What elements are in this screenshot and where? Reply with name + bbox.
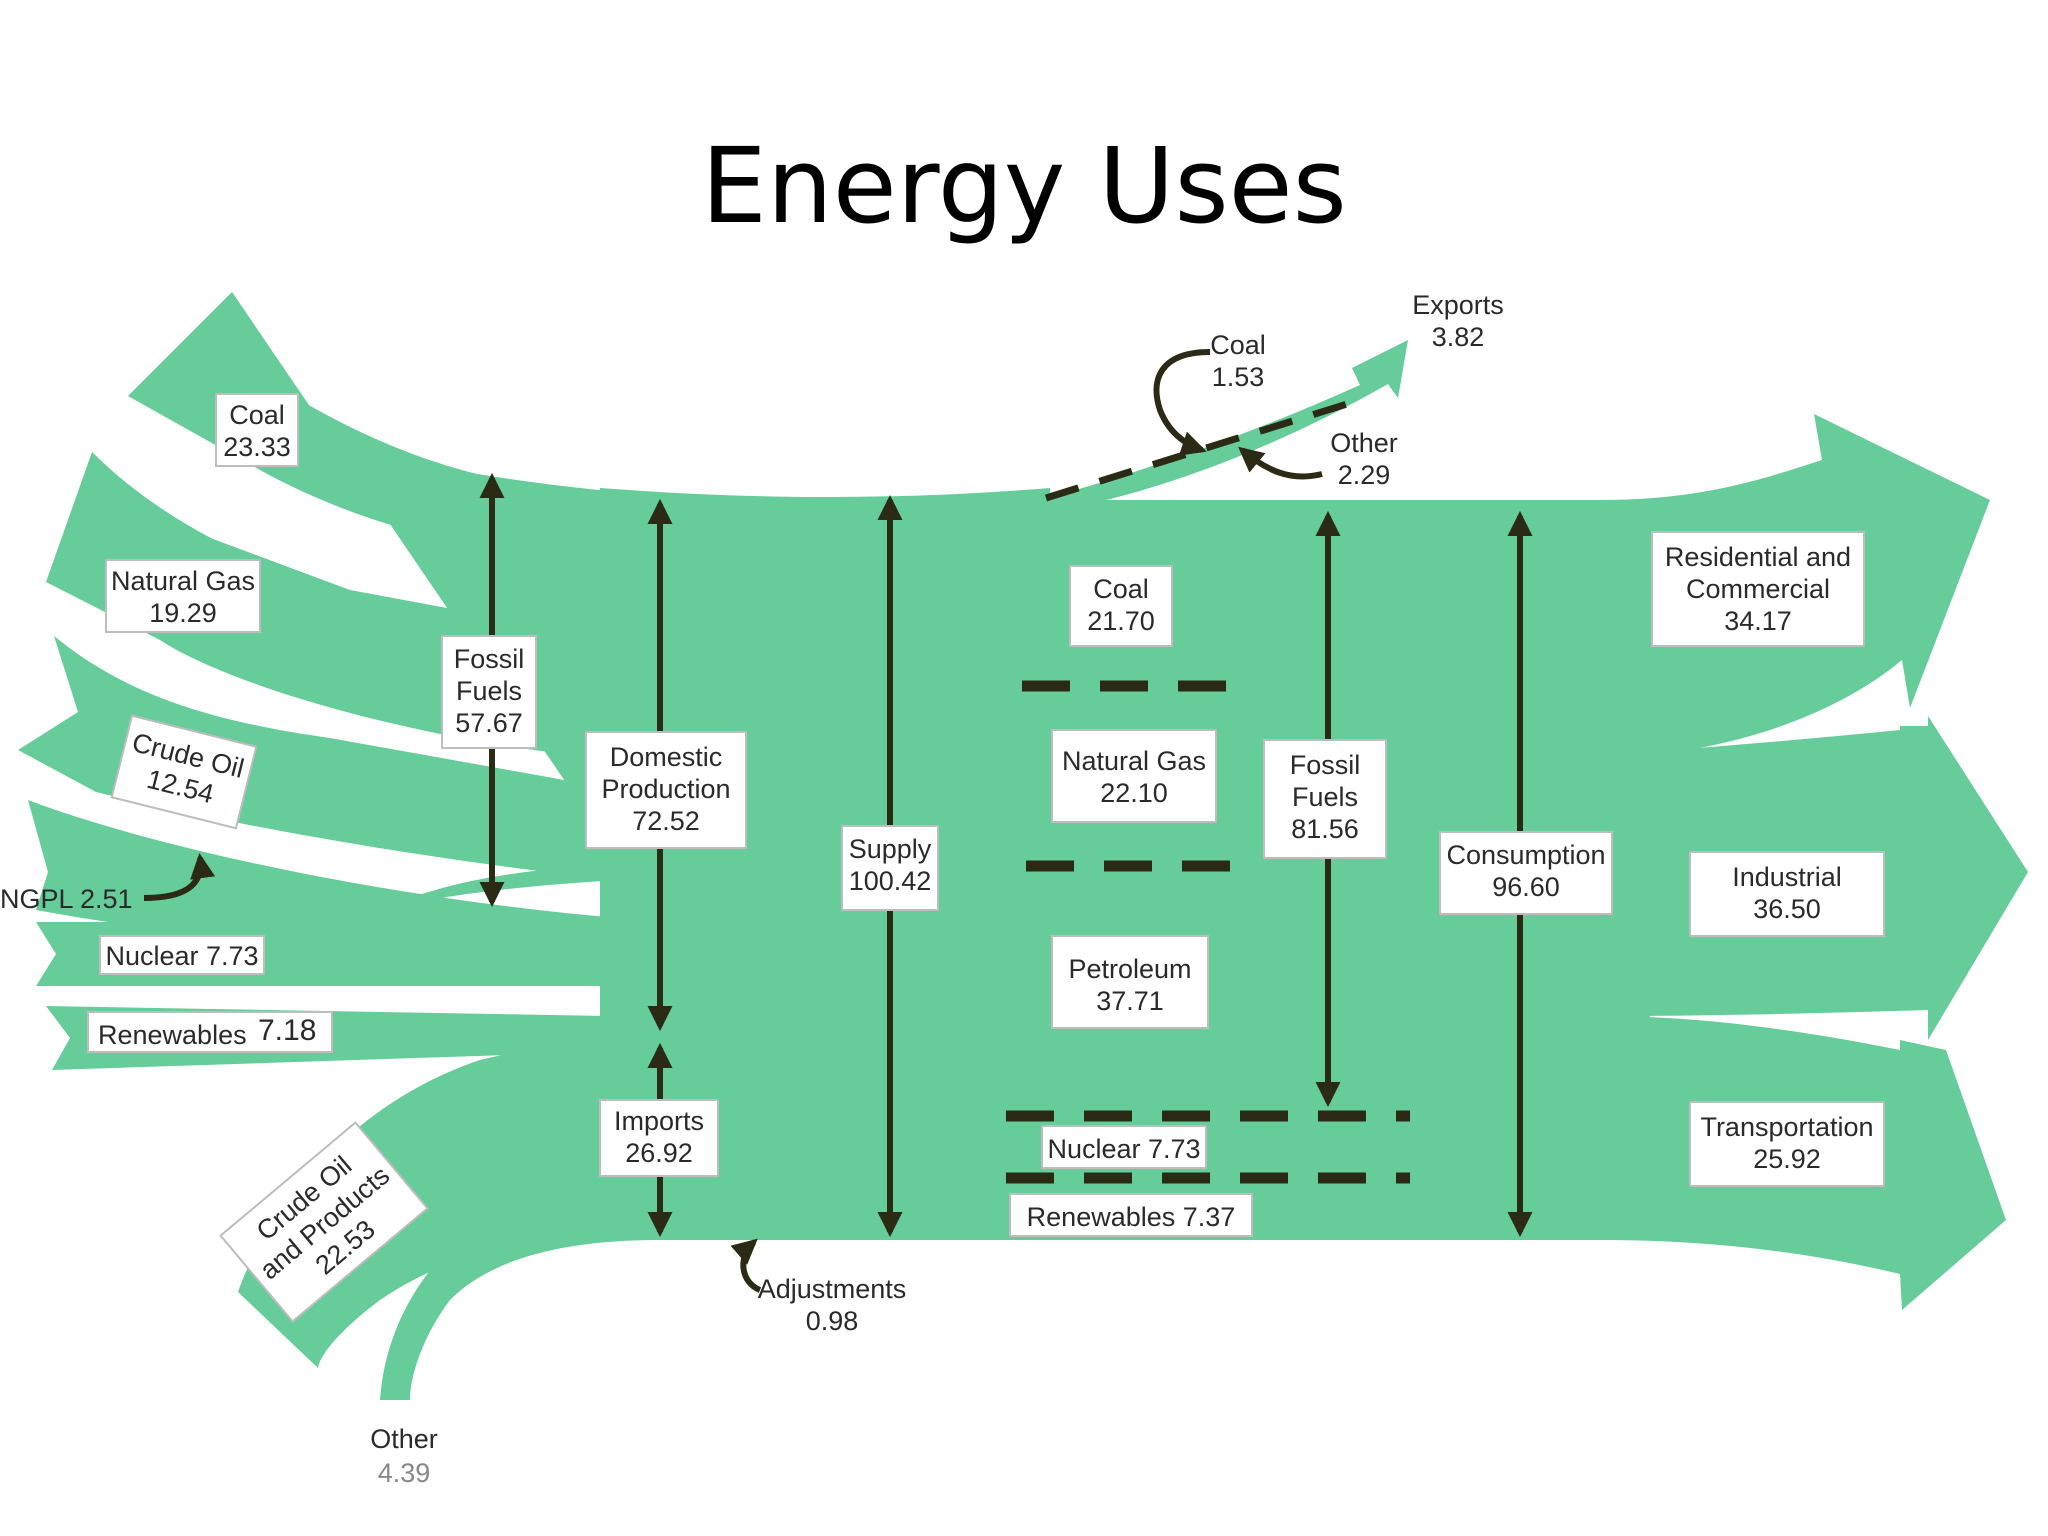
transportation-box	[1689, 1101, 1885, 1187]
domestic-production-value: 72.52	[632, 806, 700, 836]
transportation-value: 25.92	[1753, 1144, 1821, 1174]
fossil-fuels-out-value: 81.56	[1291, 814, 1359, 844]
domestic-production-line1: Domestic	[610, 742, 723, 772]
fossil-fuels-in-box	[441, 635, 537, 749]
crude-oil-input-flow	[18, 636, 620, 880]
transportation-label: Transportation	[1700, 1112, 1873, 1142]
natural-gas-input-value: 19.29	[149, 598, 217, 628]
exports-coal-value: 1.53	[1212, 362, 1265, 392]
renewables-consumption-label: Renewables 7.37	[1027, 1202, 1236, 1232]
ngpl-label: NGPL 2.51	[0, 884, 133, 914]
renewables-input-label: Renewables	[98, 1020, 247, 1050]
supply-value: 100.42	[849, 866, 932, 896]
residential-line2: Commercial	[1686, 574, 1830, 604]
residential-value: 34.17	[1724, 606, 1792, 636]
coal-input-value: 23.33	[223, 432, 291, 462]
renewables-consumption-box	[1009, 1193, 1253, 1237]
supply-label: Supply	[849, 834, 932, 864]
consumption-label: Consumption	[1446, 840, 1605, 870]
adjustments-label: Adjustments	[758, 1274, 907, 1304]
coal-input-arrow	[128, 292, 620, 560]
exports-coal-label: Coal	[1210, 330, 1266, 360]
nuclear-consumption-label: Nuclear 7.73	[1047, 1134, 1200, 1164]
nuclear-consumption-box	[1041, 1125, 1207, 1169]
petroleum-consumption-box	[1051, 935, 1209, 1029]
consumption-value: 96.60	[1492, 872, 1560, 902]
fossil-fuels-out-box	[1263, 739, 1387, 859]
crude-oil-input-group: Crude Oil 12.54	[110, 714, 258, 830]
crude-products-box	[219, 1121, 429, 1323]
fossil-fuels-in-line1: Fossil	[454, 644, 525, 674]
imports-other-flow	[380, 1160, 660, 1400]
imports-box	[599, 1099, 719, 1177]
other-imports-label: Other	[370, 1424, 438, 1454]
renewables-input-box	[87, 1011, 333, 1053]
natural-gas-input-box	[105, 559, 261, 633]
fossil-fuels-out-line1: Fossil	[1290, 750, 1361, 780]
fossil-fuels-in-value: 57.67	[455, 708, 523, 738]
natural-gas-consumption-label: Natural Gas	[1062, 746, 1206, 776]
natural-gas-input-label: Natural Gas	[111, 566, 255, 596]
crude-oil-input-box	[110, 714, 258, 830]
domestic-production-box	[585, 731, 747, 849]
imports-label: Imports	[614, 1106, 704, 1136]
exports-label: Exports	[1412, 290, 1504, 320]
exports-other-label: Other	[1330, 428, 1398, 458]
nuclear-input-box	[99, 935, 265, 975]
natural-gas-consumption-box	[1051, 729, 1217, 823]
industrial-value: 36.50	[1753, 894, 1821, 924]
supply-box	[841, 825, 939, 911]
fossil-fuels-in-line2: Fuels	[456, 676, 522, 706]
residential-box	[1651, 531, 1865, 647]
other-imports-value: 4.39	[378, 1458, 431, 1488]
fossil-fuels-out-line2: Fuels	[1292, 782, 1358, 812]
exports-other-pointer	[1238, 446, 1323, 480]
renewables-input-value: 7.18	[258, 1014, 316, 1047]
consumption-box	[1439, 831, 1613, 915]
coal-consumption-label: Coal	[1093, 574, 1149, 604]
residential-line1: Residential and	[1665, 542, 1851, 572]
nuclear-input-label: Nuclear 7.73	[105, 941, 258, 971]
exports-value: 3.82	[1432, 322, 1485, 352]
coal-input-box	[215, 393, 299, 467]
exports-coal-pointer	[1153, 349, 1211, 456]
natural-gas-consumption-value: 22.10	[1100, 778, 1168, 808]
adjustments-pointer	[730, 1238, 762, 1293]
exports-other-value: 2.29	[1338, 460, 1391, 490]
ngpl-input-flow	[28, 800, 620, 958]
petroleum-consumption-label: Petroleum	[1068, 954, 1191, 984]
industrial-label: Industrial	[1732, 862, 1842, 892]
coal-consumption-box	[1069, 565, 1173, 647]
petroleum-consumption-value: 37.71	[1096, 986, 1164, 1016]
ngpl-pointer	[143, 853, 216, 901]
imports-value: 26.92	[625, 1138, 693, 1168]
industrial-box	[1689, 851, 1885, 937]
coal-input-flow	[128, 292, 620, 910]
adjustments-value: 0.98	[806, 1306, 859, 1336]
coal-consumption-value: 21.70	[1087, 606, 1155, 636]
domestic-production-line2: Production	[601, 774, 730, 804]
page-title: Energy Uses	[701, 125, 1347, 247]
coal-input-label: Coal	[229, 400, 285, 430]
